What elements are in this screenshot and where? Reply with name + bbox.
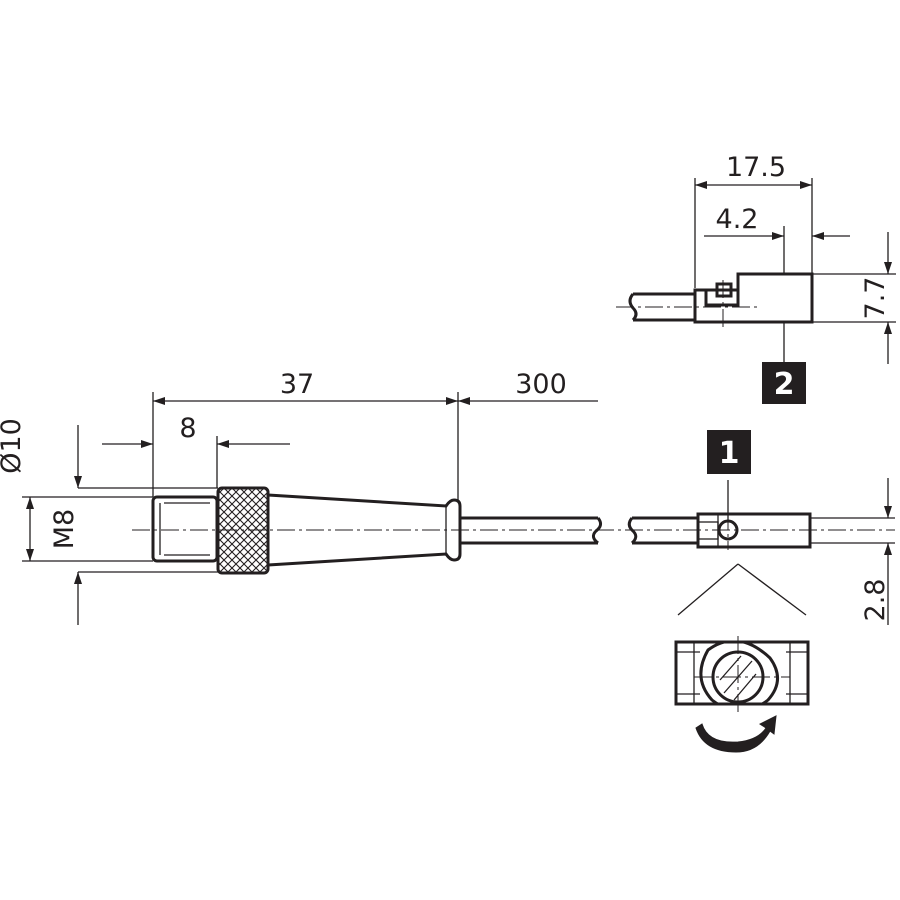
knurled-nut xyxy=(216,486,270,575)
rotation-detail xyxy=(674,563,810,753)
thread-section xyxy=(151,495,219,563)
sensor-side-view xyxy=(627,480,812,550)
dim-8: 8 xyxy=(179,413,196,444)
dim-300: 300 xyxy=(515,369,567,400)
callout-2: 2 xyxy=(762,362,806,404)
connector xyxy=(132,486,895,575)
dim-7-7: 7.7 xyxy=(860,277,891,320)
tapered-body xyxy=(267,493,462,567)
cable-left xyxy=(460,516,603,545)
dim-4-2: 4.2 xyxy=(716,204,759,235)
dim-17-5: 17.5 xyxy=(726,152,786,183)
callout-1: 1 xyxy=(707,430,751,474)
dimension-lines xyxy=(22,178,896,625)
dim-m8: M8 xyxy=(49,509,80,549)
callout-2-label: 2 xyxy=(774,367,795,402)
rotation-arrow-icon xyxy=(695,715,777,753)
dim-diameter-10: Ø10 xyxy=(0,418,27,474)
callout-1-label: 1 xyxy=(719,436,740,471)
dim-2-8: 2.8 xyxy=(860,579,891,622)
sensor-top-view xyxy=(616,272,814,362)
dim-37: 37 xyxy=(280,369,314,400)
